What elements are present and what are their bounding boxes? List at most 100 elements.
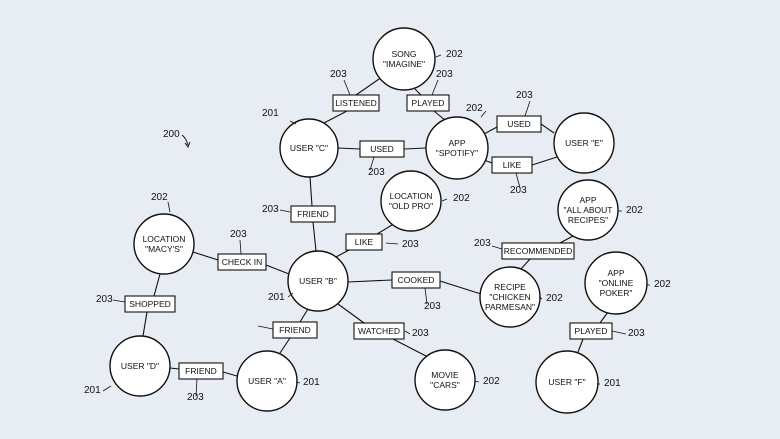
edge-label-box: [491, 156, 533, 174]
node-label-line: SONG: [391, 49, 416, 59]
edge-like-b-oldpro: LIKE 203: [335, 224, 419, 258]
edge-connector: [376, 224, 393, 235]
node-circle: [109, 335, 171, 397]
edge-ref-number: 203: [436, 69, 453, 80]
edge-connector: [309, 176, 313, 207]
node-ref-number: 202: [466, 103, 483, 114]
node-user-d: USER "D"201: [84, 335, 171, 397]
edge-label: SHOPPED: [129, 299, 171, 309]
ref-leader: [611, 330, 627, 335]
node-circle: [414, 349, 476, 411]
node-label-line: "ALL ABOUT: [564, 205, 613, 215]
node-ref-number: 202: [483, 376, 500, 387]
edge-ref-number: 203: [628, 328, 645, 339]
ref-leader: [279, 209, 291, 213]
edges-layer: LISTENED203PLAYED203USED203USED203LIKE20…: [96, 69, 645, 403]
node-label-line: USER "B": [299, 276, 337, 286]
node-label-line: LOCATION: [143, 234, 186, 244]
edge-label: USED: [370, 144, 394, 154]
node-circle: [425, 116, 489, 180]
ref-leader: [480, 110, 487, 118]
edge-label-box: [178, 362, 224, 380]
node-song-imagine: SONG"IMAGINE"202: [372, 27, 463, 91]
edge-connector: [347, 279, 393, 283]
ref-leader: [474, 380, 480, 383]
edge-connector: [153, 273, 161, 297]
node-label-line: RECIPES": [568, 215, 608, 225]
node-label-line: USER "C": [290, 143, 328, 153]
node-location-macys: LOCATION"MACY'S"202: [133, 192, 195, 275]
node-label-line: USER "E": [565, 138, 603, 148]
node-ref-number: 201: [303, 377, 320, 388]
edge-connector: [577, 338, 584, 353]
node-label-line: POKER": [600, 288, 633, 298]
edge-label-box: [272, 321, 318, 339]
edge-label: PLAYED: [412, 98, 445, 108]
edge-connector: [483, 126, 498, 135]
node-movie-cars: MOVIE"CARS"202: [414, 349, 500, 411]
edge-label-box: [290, 205, 336, 223]
ref-leader: [195, 378, 198, 397]
node-ref-number: 202: [453, 193, 470, 204]
edge-label: FRIEND: [185, 366, 217, 376]
node-user-f: USER "F"201: [535, 350, 621, 414]
ref-leader: [441, 198, 448, 202]
node-circle: [372, 27, 436, 91]
node-label-line: "SPOTIFY": [436, 148, 478, 158]
edge-label: LIKE: [355, 237, 374, 247]
node-user-b: USER "B"201: [268, 250, 349, 312]
ref-leader: [538, 296, 543, 300]
edge-friend-b-a: FRIEND: [272, 308, 318, 354]
node-ref-number: 201: [262, 108, 279, 119]
node-label-line: USER "F": [548, 377, 585, 387]
node-label-line: PARMESAN": [485, 302, 535, 312]
node-label-line: "OLD PRO": [389, 201, 433, 211]
ref-leader: [102, 385, 112, 392]
edge-label-box: [353, 322, 405, 340]
edge-connector: [599, 311, 609, 324]
edge-connector: [169, 367, 180, 370]
edge-label: RECOMMENDED: [504, 246, 572, 256]
edge-ref-number: 203: [424, 301, 441, 312]
edge-label: FRIEND: [297, 209, 329, 219]
edge-connector: [403, 147, 427, 150]
ref-leader: [239, 239, 242, 255]
edge-connector: [531, 156, 558, 166]
node-circle: [133, 213, 195, 275]
figure-number-label: 200: [163, 129, 180, 140]
node-circle: [287, 250, 349, 312]
edge-label-box: [345, 233, 383, 251]
node-label-line: "ONLINE: [599, 278, 634, 288]
edge-connector: [192, 251, 219, 261]
edge-connector: [355, 76, 383, 96]
edge-ref-number: 203: [402, 239, 419, 250]
node-ref-number: 202: [654, 279, 671, 290]
edge-label: USED: [507, 119, 531, 129]
node-user-a: USER "A"201: [236, 350, 320, 412]
node-label-line: "MACY'S": [145, 244, 183, 254]
node-circle: [479, 266, 541, 328]
edge-label-box: [124, 295, 176, 313]
node-ref-number: 202: [626, 205, 643, 216]
edge-ref-number: 203: [474, 238, 491, 249]
ref-leader: [112, 299, 126, 303]
figure-arrow: [181, 134, 189, 146]
edge-connector: [559, 235, 574, 244]
edge-label: CHECK IN: [222, 257, 263, 267]
node-user-e: USER "E": [553, 112, 615, 174]
node-circle: [535, 350, 599, 414]
edge-label-box: [496, 115, 542, 133]
edge-ref-number: 203: [262, 204, 279, 215]
node-label-line: APP: [579, 195, 596, 205]
ref-leader: [404, 330, 411, 335]
